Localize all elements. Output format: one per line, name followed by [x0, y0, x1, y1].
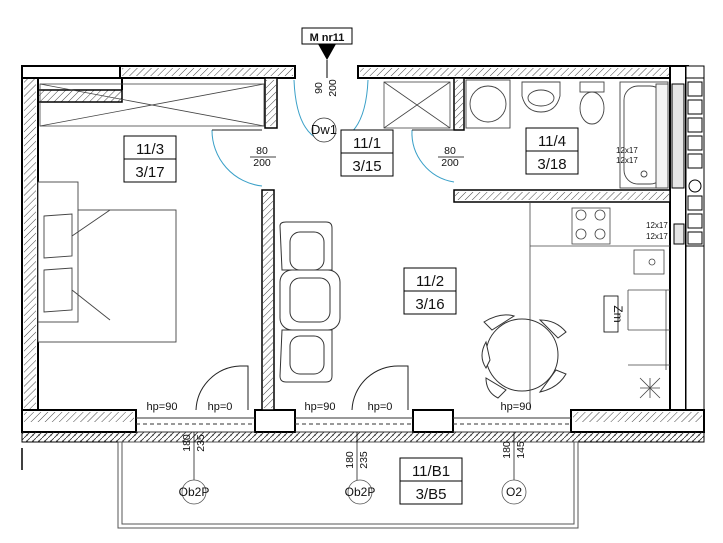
balcony	[117, 441, 579, 529]
win-1-dim-b: 235	[195, 434, 207, 452]
hp-label-5: hp=90	[501, 401, 532, 413]
vent-label-1: 12x17	[616, 146, 638, 155]
svg-text:11/3: 11/3	[136, 141, 164, 158]
window-tag-3: O2	[506, 485, 522, 499]
title-tag: M nr11	[310, 32, 345, 44]
hp-label-2: hp=0	[208, 401, 233, 413]
svg-text:3/B5: 3/B5	[416, 486, 447, 503]
svg-text:3/18: 3/18	[537, 156, 566, 173]
svg-text:3/15: 3/15	[352, 158, 381, 175]
door-bath-height: 200	[441, 157, 459, 169]
win-2-dim-b: 235	[358, 451, 370, 469]
shaft-symbols	[671, 77, 705, 247]
dining-table	[481, 314, 567, 399]
svg-text:3/16: 3/16	[415, 296, 444, 313]
win-3-dim-a: 180	[501, 441, 513, 459]
door-left-height: 200	[253, 157, 271, 169]
room-11-2-label: 11/2 3/16	[403, 267, 457, 315]
svg-text:11/B1: 11/B1	[412, 463, 450, 480]
zm-label: Zm	[611, 305, 625, 322]
vent-label-4: 12x17	[646, 232, 668, 241]
entry-arrow-icon	[318, 44, 336, 60]
sofa	[279, 221, 341, 383]
window-tag-1: Ob2P	[179, 485, 210, 499]
room-11-4-label: 11/4 3/18	[525, 127, 579, 175]
room-11-1-label: 11/1 3/15	[340, 129, 394, 177]
wardrobes	[39, 81, 451, 129]
door-left-width: 80	[256, 145, 268, 157]
win-3-dim-b: 145	[515, 441, 527, 459]
windows	[136, 417, 571, 433]
svg-text:11/4: 11/4	[538, 133, 566, 150]
hp-label-3: hp=90	[305, 401, 336, 413]
door-leaves	[195, 129, 454, 411]
window-tag-2: Ob2P	[345, 485, 376, 499]
entry-width: 90	[313, 82, 325, 94]
room-11-3-label: 11/3 3/17	[123, 135, 177, 183]
hp-label-1: hp=90	[147, 401, 178, 413]
vent-label-2: 12x17	[616, 156, 638, 165]
zm-box	[603, 295, 619, 333]
win-2-dim-a: 180	[344, 451, 356, 469]
svg-text:11/2: 11/2	[416, 273, 444, 290]
room-11-b1-label: 11/B1 3/B5	[399, 457, 463, 505]
win-1-dim-a: 180	[181, 434, 193, 452]
door-bath-width: 80	[444, 145, 456, 157]
svg-text:3/17: 3/17	[135, 164, 164, 181]
entry-height: 200	[327, 79, 339, 97]
svg-text:11/1: 11/1	[353, 135, 381, 152]
hp-label-4: hp=0	[368, 401, 393, 413]
door-tag: Dw1	[311, 122, 337, 137]
door-tag-circle	[311, 117, 337, 143]
vent-label-3: 12x17	[646, 221, 668, 230]
bed	[37, 181, 177, 343]
bathroom	[465, 79, 669, 189]
kitchen	[529, 202, 670, 410]
